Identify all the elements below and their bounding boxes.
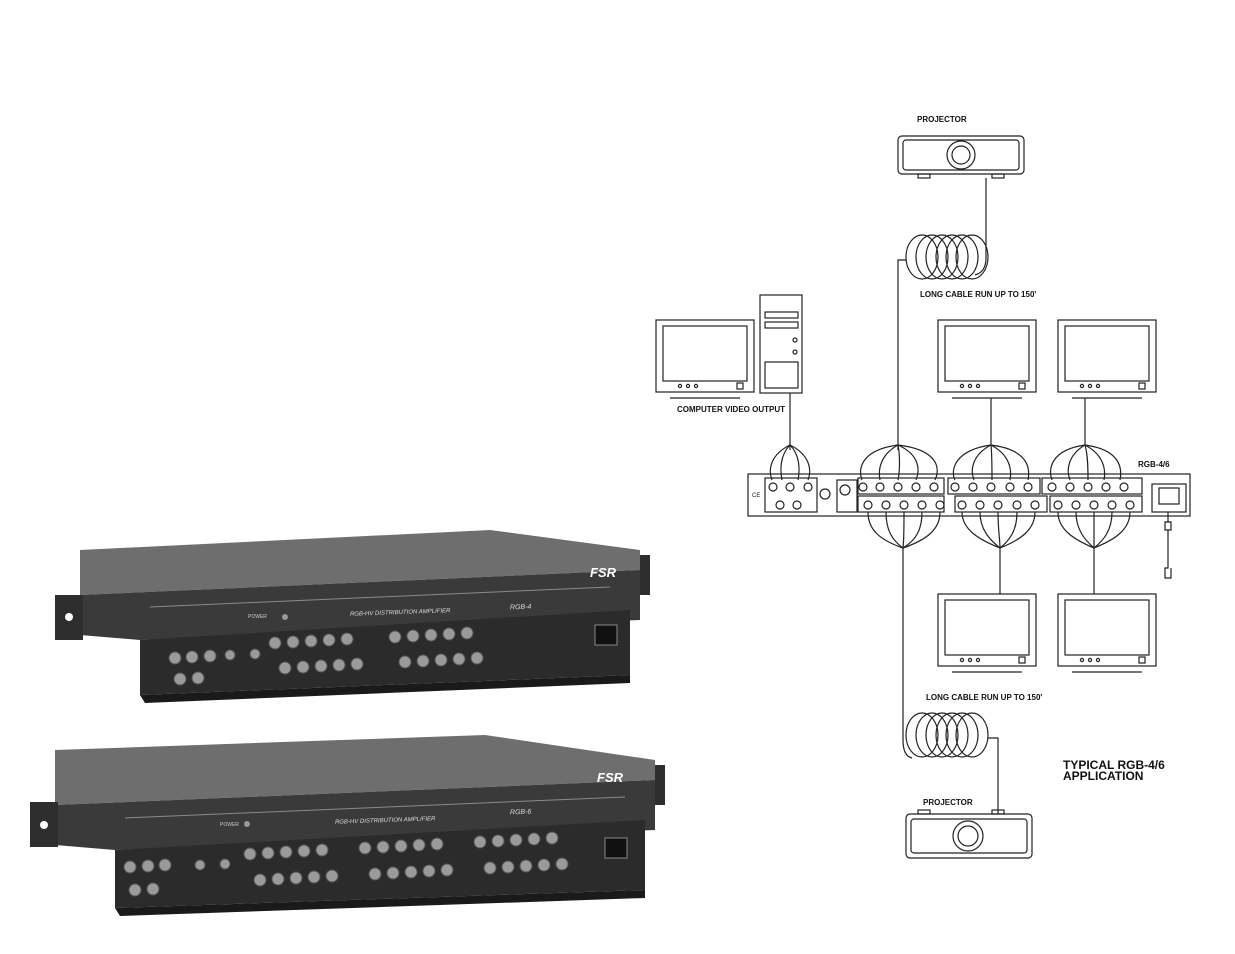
rgb6-rack-ear-right — [655, 765, 665, 805]
rgb4-rear-panel — [140, 610, 630, 695]
rgb6-top-surface — [55, 735, 655, 805]
cable-coil-top — [897, 178, 989, 450]
rgb6-power-led — [244, 821, 250, 827]
rgb4-unit-photo — [55, 530, 650, 703]
projector-bottom — [905, 809, 1033, 859]
rgb4-brand: FSR — [590, 565, 616, 580]
caption-line1: TYPICAL RGB-4/6 — [1063, 758, 1165, 772]
power-cord — [1164, 512, 1172, 579]
rgb4-bnc-connectors — [168, 626, 484, 686]
monitor-upper-2 — [1057, 319, 1157, 399]
monitor-upper-1 — [937, 319, 1037, 399]
rgb4-rack-ear-right — [640, 555, 650, 595]
rgb6-brand: FSR — [597, 770, 623, 785]
projector-top — [897, 135, 1025, 179]
rgb6-power-inlet — [604, 837, 628, 859]
monitor-lower-1 — [937, 593, 1037, 673]
cable-bundles-lower — [867, 511, 1131, 549]
rgb4-power-label: POWER — [248, 614, 267, 620]
cable-bundles-upper — [769, 444, 1122, 481]
rgb4-top-surface — [80, 530, 640, 595]
projector-bottom-label: PROJECTOR — [923, 798, 973, 807]
computer-label: COMPUTER VIDEO OUTPUT — [677, 405, 786, 414]
computer-tower — [759, 294, 803, 394]
projector-top-label: PROJECTOR — [917, 115, 967, 124]
cable-coil-bottom — [902, 548, 999, 814]
rgb4-power-led — [282, 614, 288, 620]
ce-mark: CE — [752, 493, 760, 499]
device-label: RGB-4/6 — [1138, 460, 1170, 469]
computer-monitor — [655, 319, 755, 399]
caption-line2: APPLICATION — [1063, 769, 1144, 783]
rgb4-power-inlet — [594, 624, 618, 646]
cable-top-label: LONG CABLE RUN UP TO 150' — [920, 290, 1037, 299]
cable-bottom-label: LONG CABLE RUN UP TO 150' — [926, 693, 1043, 702]
rgb6-power-label: POWER — [220, 822, 239, 828]
rgb6-bnc-connectors — [123, 831, 569, 897]
rgb46-rear-panel — [747, 473, 1191, 517]
rgb46-bnc-connectors — [768, 482, 1135, 510]
monitor-lower-2 — [1057, 593, 1157, 673]
rgb6-unit-photo — [30, 735, 665, 916]
